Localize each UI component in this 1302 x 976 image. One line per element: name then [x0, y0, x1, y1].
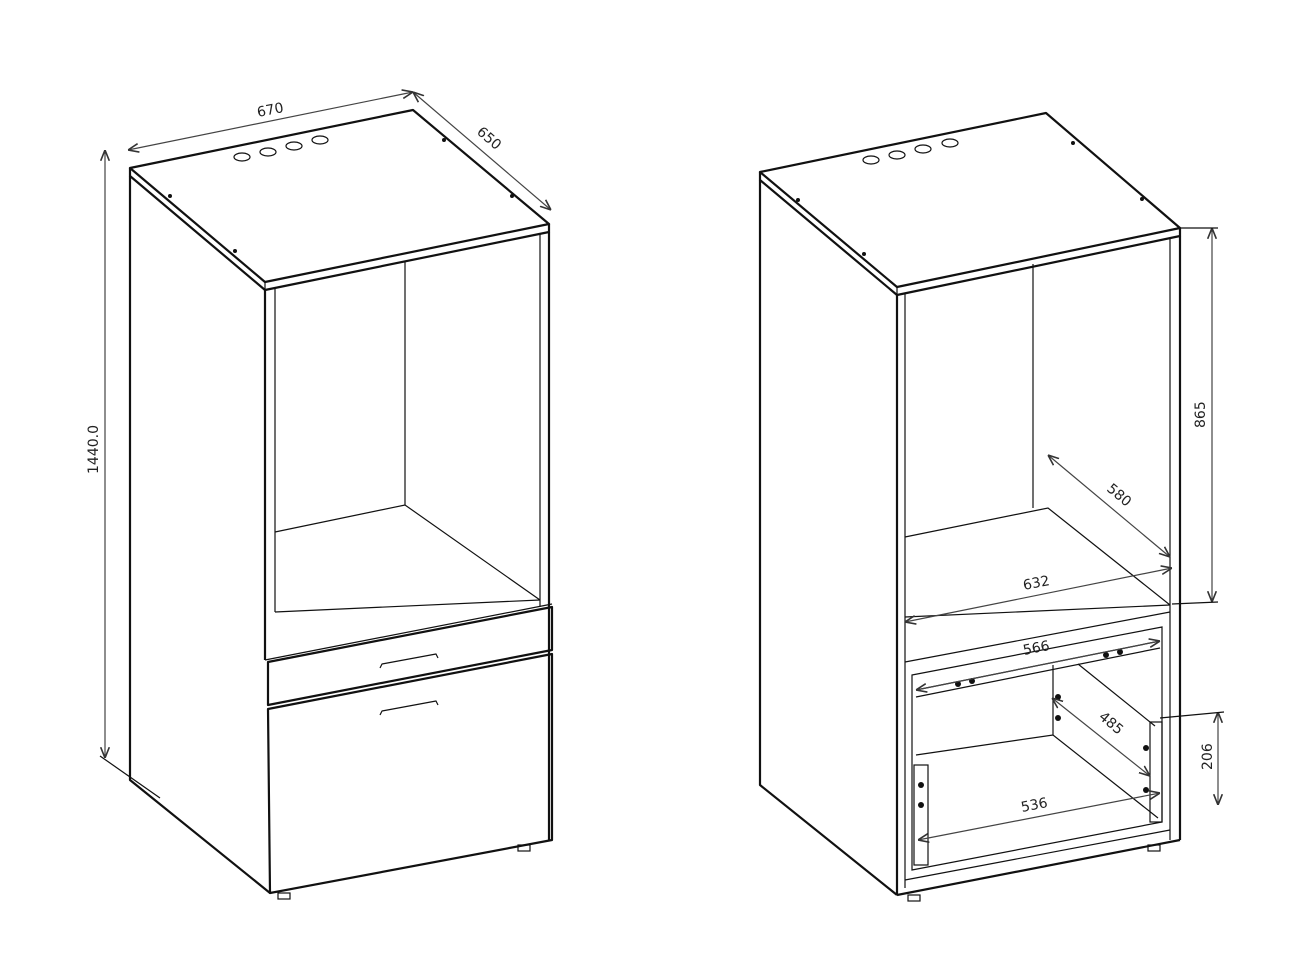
dim-drawer-inner-width-label: 536	[1020, 795, 1049, 816]
left-side-panel	[128, 176, 551, 894]
dim-niche-width-label: 632	[1022, 573, 1051, 594]
right-cabinet: 865 580 632 566 485 206 536	[758, 111, 1225, 902]
dim-height-label: 1440.0	[86, 425, 102, 474]
left-niche	[264, 262, 553, 661]
cable-holes-icon	[796, 138, 1144, 256]
drawer-handle-icon	[379, 700, 439, 716]
cable-holes-icon	[168, 135, 514, 253]
left-bottom-drawer[interactable]	[266, 652, 554, 895]
left-cabinet: 670 650 1440.0	[86, 92, 554, 900]
right-feet	[907, 844, 1161, 902]
left-dimensions: 670 650 1440.0	[86, 92, 551, 799]
right-top-slab	[758, 111, 1182, 297]
left-top-drawer[interactable]	[266, 605, 554, 707]
right-side-panel	[758, 180, 1182, 897]
dim-depth-label: 650	[473, 124, 504, 154]
right-dimensions: 865 580 632 566 485 206 536	[905, 227, 1225, 840]
right-niche	[904, 264, 1171, 663]
dim-rail-width-label: 566	[1022, 638, 1051, 659]
dim-drawer-height-label: 206	[1200, 743, 1216, 770]
dim-niche-height-label: 865	[1193, 401, 1209, 428]
dim-width-label: 670	[256, 100, 285, 121]
left-feet	[277, 844, 531, 900]
drawer-handle-icon	[379, 653, 439, 669]
dim-drawer-depth-label: 485	[1095, 709, 1126, 738]
